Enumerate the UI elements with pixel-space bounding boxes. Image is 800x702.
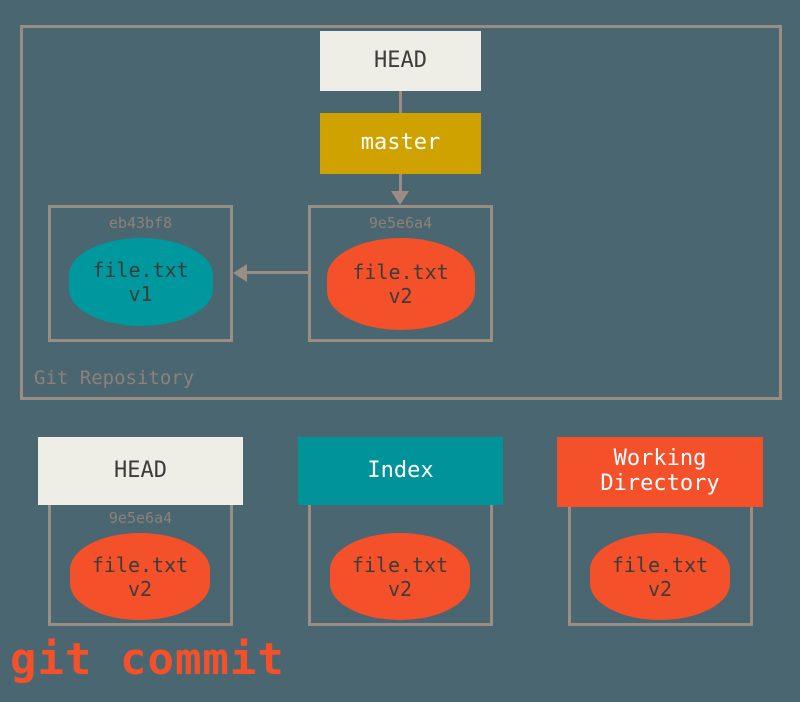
repo-master-label: master <box>360 130 441 156</box>
command-caption: git commit <box>10 634 285 685</box>
blob-file-version: v2 <box>388 284 413 308</box>
commit-hash-9e5e6a4: 9e5e6a4 <box>368 214 433 232</box>
blob-file-v1: file.txt v1 <box>68 238 213 326</box>
git-repository-frame <box>20 25 782 400</box>
blob-file-version: v2 <box>127 576 153 601</box>
connector-master-to-commit <box>399 174 402 192</box>
blob-file-version: v2 <box>647 576 673 601</box>
commit-box-eb43bf8: eb43bf8 file.txt v1 <box>48 205 233 342</box>
connector-head-to-master <box>399 91 402 113</box>
area-hash-head: 9e5e6a4 <box>48 509 233 527</box>
blob-file-v2: file.txt v2 <box>326 238 475 330</box>
area-title-index: Index <box>298 437 503 505</box>
blob-file-version: v1 <box>128 282 153 306</box>
blob-file-name: file.txt <box>352 260 449 284</box>
area-title-head: HEAD <box>38 437 243 505</box>
area-blob-head: file.txt v2 <box>70 533 210 620</box>
area-blob-index: file.txt v2 <box>330 533 470 620</box>
area-blob-working-directory: file.txt v2 <box>590 533 730 620</box>
repo-head-label: HEAD <box>374 47 427 73</box>
commit-box-9e5e6a4: 9e5e6a4 file.txt v2 <box>308 205 493 342</box>
blob-file-name: file.txt <box>92 258 189 282</box>
area-title-working-directory: Working Directory <box>557 437 763 507</box>
blob-file-name: file.txt <box>91 552 189 577</box>
area-title-label: Index <box>367 457 434 483</box>
area-title-label-line2: Directory <box>600 471 720 496</box>
area-hash-text: 9e5e6a4 <box>108 509 173 527</box>
git-repository-label: Git Repository <box>34 367 195 389</box>
blob-file-name: file.txt <box>611 552 709 577</box>
blob-file-name: file.txt <box>351 552 449 577</box>
area-title-label-line1: Working <box>613 446 707 472</box>
arrowhead-commit-parent <box>233 264 247 282</box>
blob-file-version: v2 <box>387 576 413 601</box>
connector-commit-parent <box>246 271 308 274</box>
repo-master-box: master <box>320 113 481 174</box>
repo-head-box: HEAD <box>320 31 481 91</box>
commit-hash-eb43bf8: eb43bf8 <box>108 214 173 232</box>
area-title-label: HEAD <box>114 457 167 483</box>
arrowhead-master-to-commit <box>391 191 409 205</box>
